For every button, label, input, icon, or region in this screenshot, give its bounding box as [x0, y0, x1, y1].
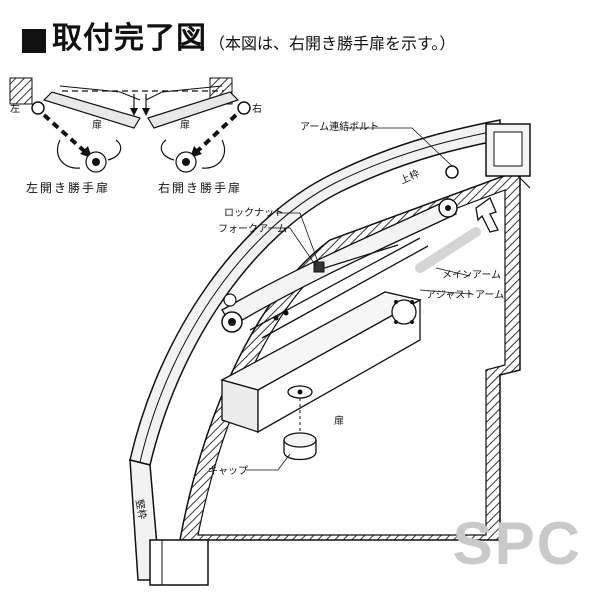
title-main: 取付完了図	[52, 21, 207, 56]
inset-caption-left: 左開き勝手扉	[26, 180, 110, 195]
cap-part	[283, 398, 317, 461]
inset-label-door-left: 扉	[92, 118, 102, 131]
label-door: 扉	[334, 414, 344, 427]
inset-caption-right: 右開き勝手扉	[158, 180, 242, 195]
title-note: （本図は、右開き勝手扉を示す。）	[209, 34, 456, 53]
inset-right-hand-door	[145, 77, 251, 173]
inset-label-door-right: 扉	[180, 118, 190, 131]
vertical-frame	[129, 459, 209, 586]
leader-lines	[246, 127, 471, 471]
label-vertical-frame: 竪枠	[133, 498, 149, 520]
fitting-arrow	[415, 197, 499, 273]
page-title: 取付完了図 （本図は、右開き勝手扉を示す。）	[22, 22, 455, 56]
watermark-logo: SPC	[452, 510, 582, 577]
label-fork-arm: フォークアーム	[218, 223, 287, 235]
label-lock-nut: ロックナット	[224, 207, 284, 219]
label-arm-bolt: アーム連結ボルト	[300, 120, 379, 133]
label-adjust-arm: アジャストアーム	[426, 289, 504, 301]
label-cap: キャップ	[208, 465, 248, 477]
inset-label-right: 右	[252, 102, 262, 115]
top-frame	[129, 119, 531, 466]
title-square-icon	[22, 29, 46, 53]
closer-arms	[221, 165, 459, 339]
inset-left-hand-door	[9, 77, 141, 173]
inset-center-guide	[62, 90, 224, 116]
closer-body	[220, 291, 422, 434]
inset-label-left: 左	[10, 102, 20, 115]
label-main-arm: メインアーム	[442, 269, 501, 281]
label-top-frame: 上枠	[398, 167, 422, 187]
